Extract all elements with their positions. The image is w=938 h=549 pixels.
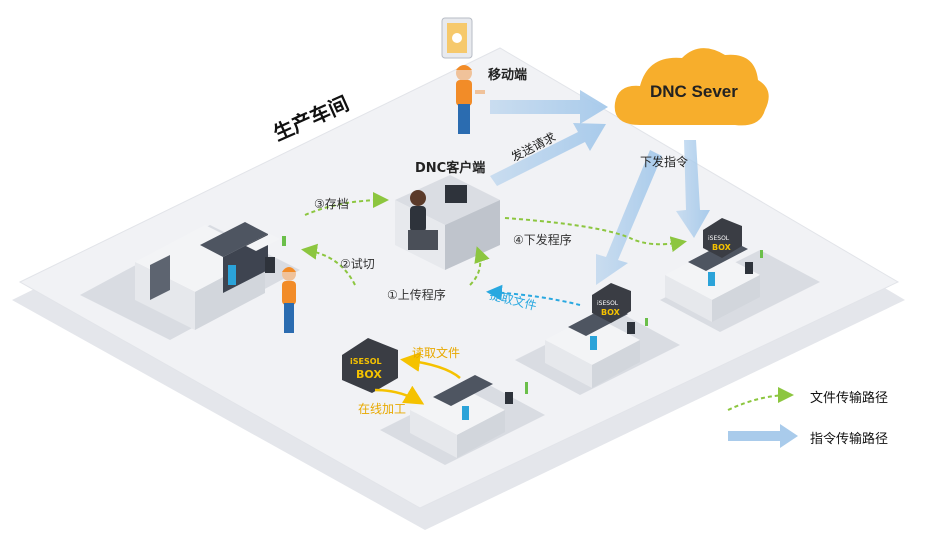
- issue-program-path: [504, 217, 687, 253]
- legend-command-path: 指令传输路径: [810, 432, 889, 447]
- issue-command-arrow-right: [676, 140, 710, 238]
- svg-text:iSESOL: iSESOL: [708, 235, 730, 242]
- workshop-platform: [12, 47, 905, 530]
- upload-program-label: ①上传程序: [387, 288, 446, 302]
- file-transfer-paths: [301, 192, 794, 411]
- dnc-server-cloud: [614, 48, 769, 126]
- box-brand-1: iSESOL: [350, 357, 382, 366]
- issue-program-label: ④下发程序: [513, 233, 572, 247]
- online-machining-label: 在线加工: [358, 402, 407, 416]
- send-request-arrow: [490, 123, 606, 186]
- trial-cut-label: ②试切: [340, 257, 375, 271]
- box-brand-2: BOX: [356, 368, 382, 381]
- server-label: DNC Sever: [650, 82, 738, 101]
- client-label: DNC客户端: [415, 161, 486, 176]
- svg-text:BOX: BOX: [712, 243, 732, 252]
- archive-path: [304, 192, 389, 216]
- command-arrows: [490, 90, 710, 285]
- issue-command-arrow-middle: [596, 150, 662, 285]
- upload-path: [469, 246, 490, 286]
- svg-text:BOX: BOX: [601, 308, 621, 317]
- legend-blue-arrow: [728, 424, 798, 448]
- trial-cut-path: [301, 243, 356, 286]
- svg-text:iSESOL: iSESOL: [597, 300, 619, 307]
- isesol-box-icon-large: iSESOL BOX: [342, 338, 398, 393]
- online-machining-arrow: [374, 385, 425, 405]
- mobile-phone-icon: [441, 17, 473, 59]
- legend-file-path: 文件传输路径: [810, 391, 889, 406]
- legend-green-sample: [727, 387, 794, 411]
- fetch-file-path: [486, 284, 581, 306]
- cnc-machine-left: [80, 222, 300, 340]
- box-local-paths: [374, 351, 461, 405]
- mobile-label: 移动端: [488, 68, 528, 83]
- cnc-machine-bottom: [380, 375, 545, 465]
- cnc-machine-right: [660, 240, 820, 332]
- issue-command-label: 下发指令: [640, 155, 689, 169]
- mobile-worker-figure: [456, 65, 485, 134]
- operator-worker-figure: [282, 267, 296, 333]
- read-file-label: 读取文件: [412, 346, 461, 360]
- archive-label: ③存档: [314, 197, 349, 211]
- isesol-box-icon-right: iSESOL BOX: [703, 218, 742, 258]
- read-file-arrow: [400, 351, 461, 379]
- isesol-box-icon-middle: iSESOL BOX: [592, 283, 631, 323]
- dnc-client-workstation: [395, 175, 500, 270]
